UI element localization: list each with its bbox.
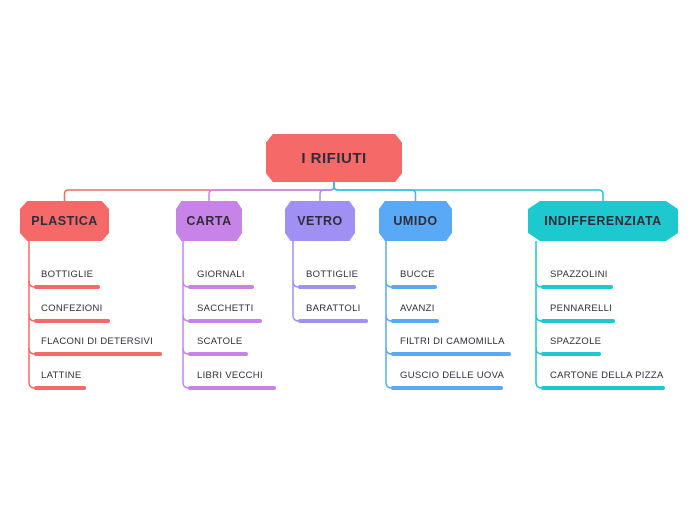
leaf-item[interactable]: LATTINE xyxy=(41,370,82,381)
leaf-item[interactable]: AVANZI xyxy=(400,303,435,314)
category-label: UMIDO xyxy=(393,214,438,228)
leaf-item[interactable]: GIORNALI xyxy=(197,269,245,280)
leaf-item[interactable]: SPAZZOLE xyxy=(550,336,602,347)
leaf-item[interactable]: CARTONE DELLA PIZZA xyxy=(550,370,664,381)
category-umido[interactable]: UMIDO xyxy=(379,201,452,241)
leaf-item[interactable]: SACCHETTI xyxy=(197,303,254,314)
connector-root-vetro xyxy=(319,182,335,201)
leaf-item[interactable]: LIBRI VECCHI xyxy=(197,370,263,381)
connector-root-carta xyxy=(208,182,335,201)
leaf-underline xyxy=(298,285,356,289)
leaf-underline xyxy=(188,285,254,289)
category-label: VETRO xyxy=(297,214,343,228)
category-carta[interactable]: CARTA xyxy=(176,201,242,241)
leaf-underline xyxy=(541,285,613,289)
connector-root-umido xyxy=(333,182,417,201)
leaf-underline xyxy=(391,386,503,390)
category-plastica[interactable]: PLASTICA xyxy=(20,201,109,241)
leaf-underline xyxy=(391,352,511,356)
leaf-item[interactable]: BUCCE xyxy=(400,269,435,280)
leaf-underline xyxy=(541,352,601,356)
leaf-underline xyxy=(34,285,100,289)
root-label: I RIFIUTI xyxy=(301,149,367,167)
leaf-item[interactable]: PENNARELLI xyxy=(550,303,613,314)
connector-root-indifferenziata xyxy=(333,182,604,201)
leaf-item[interactable]: SPAZZOLINI xyxy=(550,269,608,280)
leaf-underline xyxy=(541,319,615,323)
category-label: CARTA xyxy=(186,214,232,228)
leaf-underline xyxy=(188,352,248,356)
leaf-item[interactable]: BARATTOLI xyxy=(306,303,361,314)
leaf-item[interactable]: BOTTIGLIE xyxy=(41,269,94,280)
leaf-underline xyxy=(391,285,437,289)
leaf-item[interactable]: FILTRI DI CAMOMILLA xyxy=(400,336,505,347)
leaf-underline xyxy=(34,386,86,390)
leaf-underline xyxy=(34,352,162,356)
category-vetro[interactable]: VETRO xyxy=(285,201,355,241)
root-node[interactable]: I RIFIUTI xyxy=(266,134,402,182)
leaf-item[interactable]: SCATOLE xyxy=(197,336,243,347)
leaf-item[interactable]: GUSCIO DELLE UOVA xyxy=(400,370,505,381)
leaf-underline xyxy=(541,386,665,390)
leaf-underline xyxy=(34,319,110,323)
leaf-underline xyxy=(188,319,262,323)
leaf-item[interactable]: CONFEZIONI xyxy=(41,303,103,314)
category-indifferenziata[interactable]: INDIFFERENZIATA xyxy=(528,201,678,241)
leaf-item[interactable]: FLACONI DI DETERSIVI xyxy=(41,336,154,347)
leaf-underline xyxy=(298,319,368,323)
leaf-underline xyxy=(391,319,439,323)
category-label: INDIFFERENZIATA xyxy=(544,214,662,228)
connector-root-plastica xyxy=(63,182,335,201)
leaf-item[interactable]: BOTTIGLIE xyxy=(306,269,359,280)
category-label: PLASTICA xyxy=(31,214,98,228)
leaf-underline xyxy=(188,386,276,390)
